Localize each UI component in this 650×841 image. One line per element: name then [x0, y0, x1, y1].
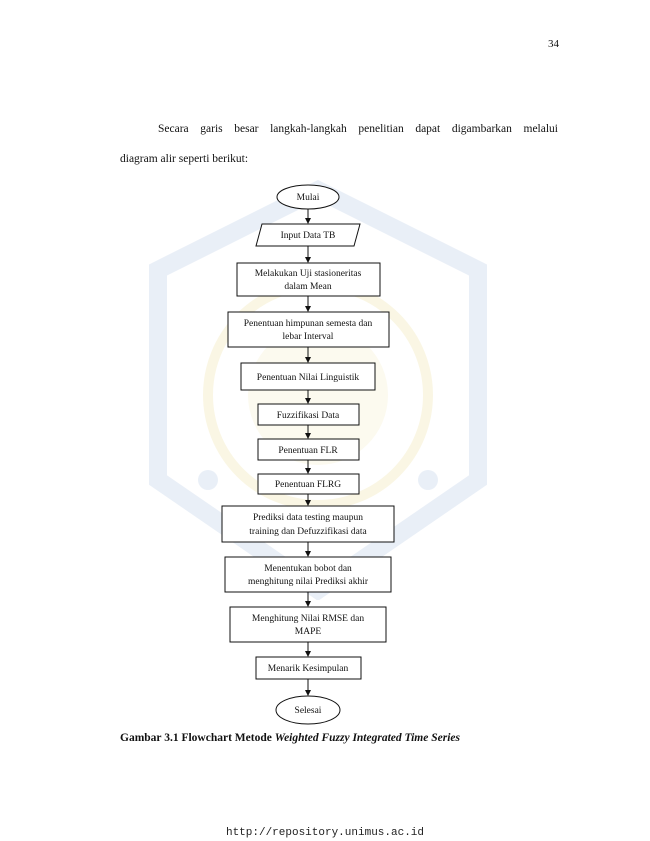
step-5-label: Penentuan FLR	[278, 446, 338, 456]
process-step-2: Penentuan himpunan semesta dan lebar Int…	[227, 311, 390, 348]
step-8-line-1: Menentukan bobot dan	[264, 564, 352, 574]
process-step-8: Menentukan bobot dan menghitung nilai Pr…	[224, 556, 392, 593]
process-step-1: Melakukan Uji stasioneritas dalam Mean	[236, 262, 381, 297]
process-step-4: Fuzzifikasi Data	[257, 403, 360, 426]
end-label: Selesai	[295, 706, 322, 716]
process-step-5: Penentuan FLR	[257, 438, 360, 461]
step-9-line-2: MAPE	[295, 627, 322, 637]
process-step-7: Prediksi data testing maupun training da…	[221, 505, 395, 543]
end-terminator: Selesai	[275, 695, 341, 725]
step-1-line-2: dalam Mean	[284, 282, 331, 292]
start-label: Mulai	[297, 193, 320, 203]
step-7-line-2: training dan Defuzzifikasi data	[249, 526, 367, 537]
process-step-10: Menarik Kesimpulan	[255, 656, 362, 680]
footer-repository-url: http://repository.unimus.ac.id	[225, 827, 425, 839]
figure-caption: Gambar 3.1 Flowchart Metode Weighted Fuz…	[120, 732, 460, 744]
intro-paragraph-line-2: diagram alir seperti berikut:	[120, 153, 249, 165]
page-number: 34	[548, 38, 559, 50]
step-8-line-2: menghitung nilai Prediksi akhir	[248, 577, 369, 587]
step-2-line-2: lebar Interval	[283, 332, 334, 342]
start-terminator: Mulai	[276, 184, 340, 210]
step-1-line-1: Melakukan Uji stasioneritas	[255, 269, 362, 279]
intro-paragraph-line-1: Secara garis besar langkah-langkah penel…	[158, 123, 558, 135]
step-4-label: Fuzzifikasi Data	[277, 410, 340, 421]
step-2-line-1: Penentuan himpunan semesta dan	[244, 319, 373, 329]
step-10-label: Menarik Kesimpulan	[268, 664, 349, 674]
input-parallelogram: Input Data TB	[255, 223, 361, 247]
process-step-3: Penentuan Nilai Linguistik	[240, 362, 376, 391]
process-step-6: Penentuan FLRG	[257, 473, 360, 495]
caption-italic-title: Weighted Fuzzy Integrated Time Series	[274, 732, 460, 744]
step-7-line-1: Prediksi data testing maupun	[253, 513, 363, 523]
step-9-line-1: Menghitung Nilai RMSE dan	[252, 614, 364, 624]
step-3-label: Penentuan Nilai Linguistik	[257, 373, 360, 383]
process-step-9: Menghitung Nilai RMSE dan MAPE	[229, 606, 387, 643]
input-label: Input Data TB	[281, 231, 336, 241]
caption-prefix: Gambar 3.1 Flowchart Metode	[120, 732, 275, 744]
step-6-label: Penentuan FLRG	[275, 480, 341, 490]
